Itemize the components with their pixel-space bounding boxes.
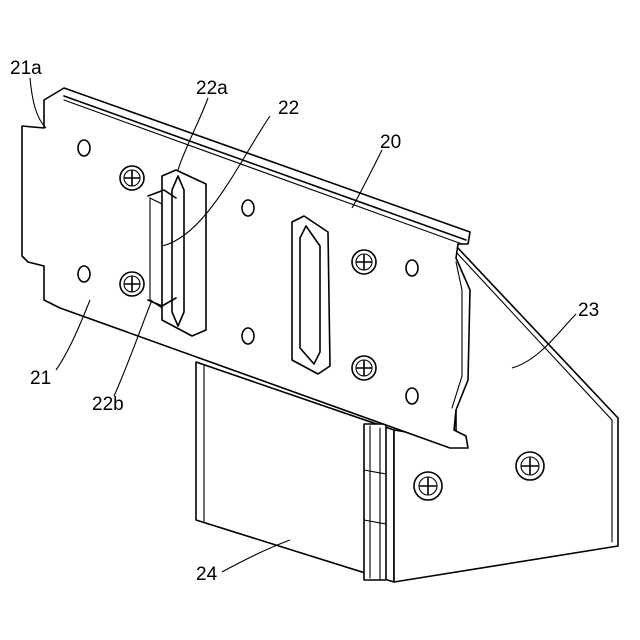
label-22b: 22b [92,394,124,415]
label-24: 24 [196,564,218,585]
screw-3 [352,250,376,274]
label-23: 23 [578,300,599,321]
screw-4 [352,356,376,380]
label-21: 21 [30,368,51,389]
label-20: 20 [380,132,401,153]
hole-center-lower [242,328,254,344]
hole-21a [78,140,90,156]
hole-right-lower [406,388,418,404]
hole-center-upper [242,200,254,216]
screw-6 [516,452,544,480]
label-22: 22 [278,98,299,119]
hinge [364,424,386,580]
label-22a: 22a [196,78,228,99]
label-21a: 21a [10,58,42,79]
screw-5 [414,472,442,500]
screw-2 [120,272,144,296]
oblong-slot [292,216,330,374]
screw-1 [120,166,144,190]
hole-21-lower [78,266,90,282]
hole-right-upper [406,260,418,276]
